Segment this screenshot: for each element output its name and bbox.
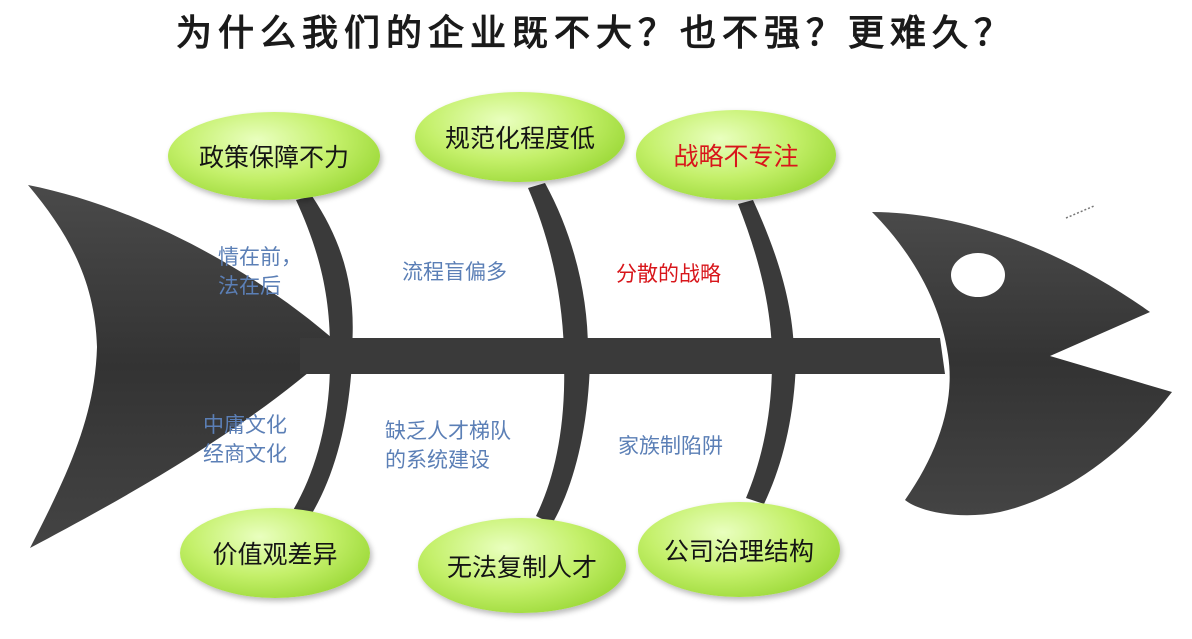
- cause-process: 流程盲偏多: [402, 260, 507, 284]
- bone-upper-1: [296, 196, 353, 348]
- cause-line: 缺乏人才梯队: [385, 419, 511, 443]
- bone-lower-3: [746, 362, 796, 504]
- cause-emotion-before-law: 情在前， 法在后: [218, 243, 302, 301]
- bone-lower-2: [536, 362, 590, 524]
- bone-upper-2: [528, 183, 588, 350]
- fish-eye: [951, 253, 1005, 297]
- fish-spine: [300, 338, 945, 374]
- cause-line: 中庸文化: [203, 413, 287, 437]
- bubble-governance: 公司治理结构: [638, 502, 840, 597]
- cause-culture: 中庸文化 经商文化: [203, 411, 287, 469]
- bubble-values: 价值观差异: [180, 508, 370, 598]
- cause-family-trap: 家族制陷阱: [618, 434, 723, 458]
- dotted-mark: [1065, 205, 1095, 219]
- bone-lower-1: [292, 362, 352, 520]
- fish-tail: [28, 185, 340, 548]
- cause-line: 法在后: [218, 274, 281, 298]
- bubble-standardization: 规范化程度低: [415, 92, 625, 182]
- bubble-talent: 无法复制人才: [418, 518, 626, 613]
- cause-line: 的系统建设: [385, 448, 490, 472]
- fish-head: [872, 212, 1172, 516]
- cause-line: 情在前，: [218, 245, 302, 269]
- bone-upper-3: [738, 200, 794, 350]
- cause-line: 经商文化: [203, 442, 287, 466]
- bubble-policy: 政策保障不力: [168, 112, 380, 200]
- cause-scattered-strategy: 分散的战略: [616, 262, 721, 286]
- cause-talent-pipeline: 缺乏人才梯队 的系统建设: [385, 417, 511, 475]
- bubble-strategy: 战略不专注: [636, 110, 836, 200]
- page-title: 为什么我们的企业既不大？也不强？更难久？: [175, 12, 1016, 54]
